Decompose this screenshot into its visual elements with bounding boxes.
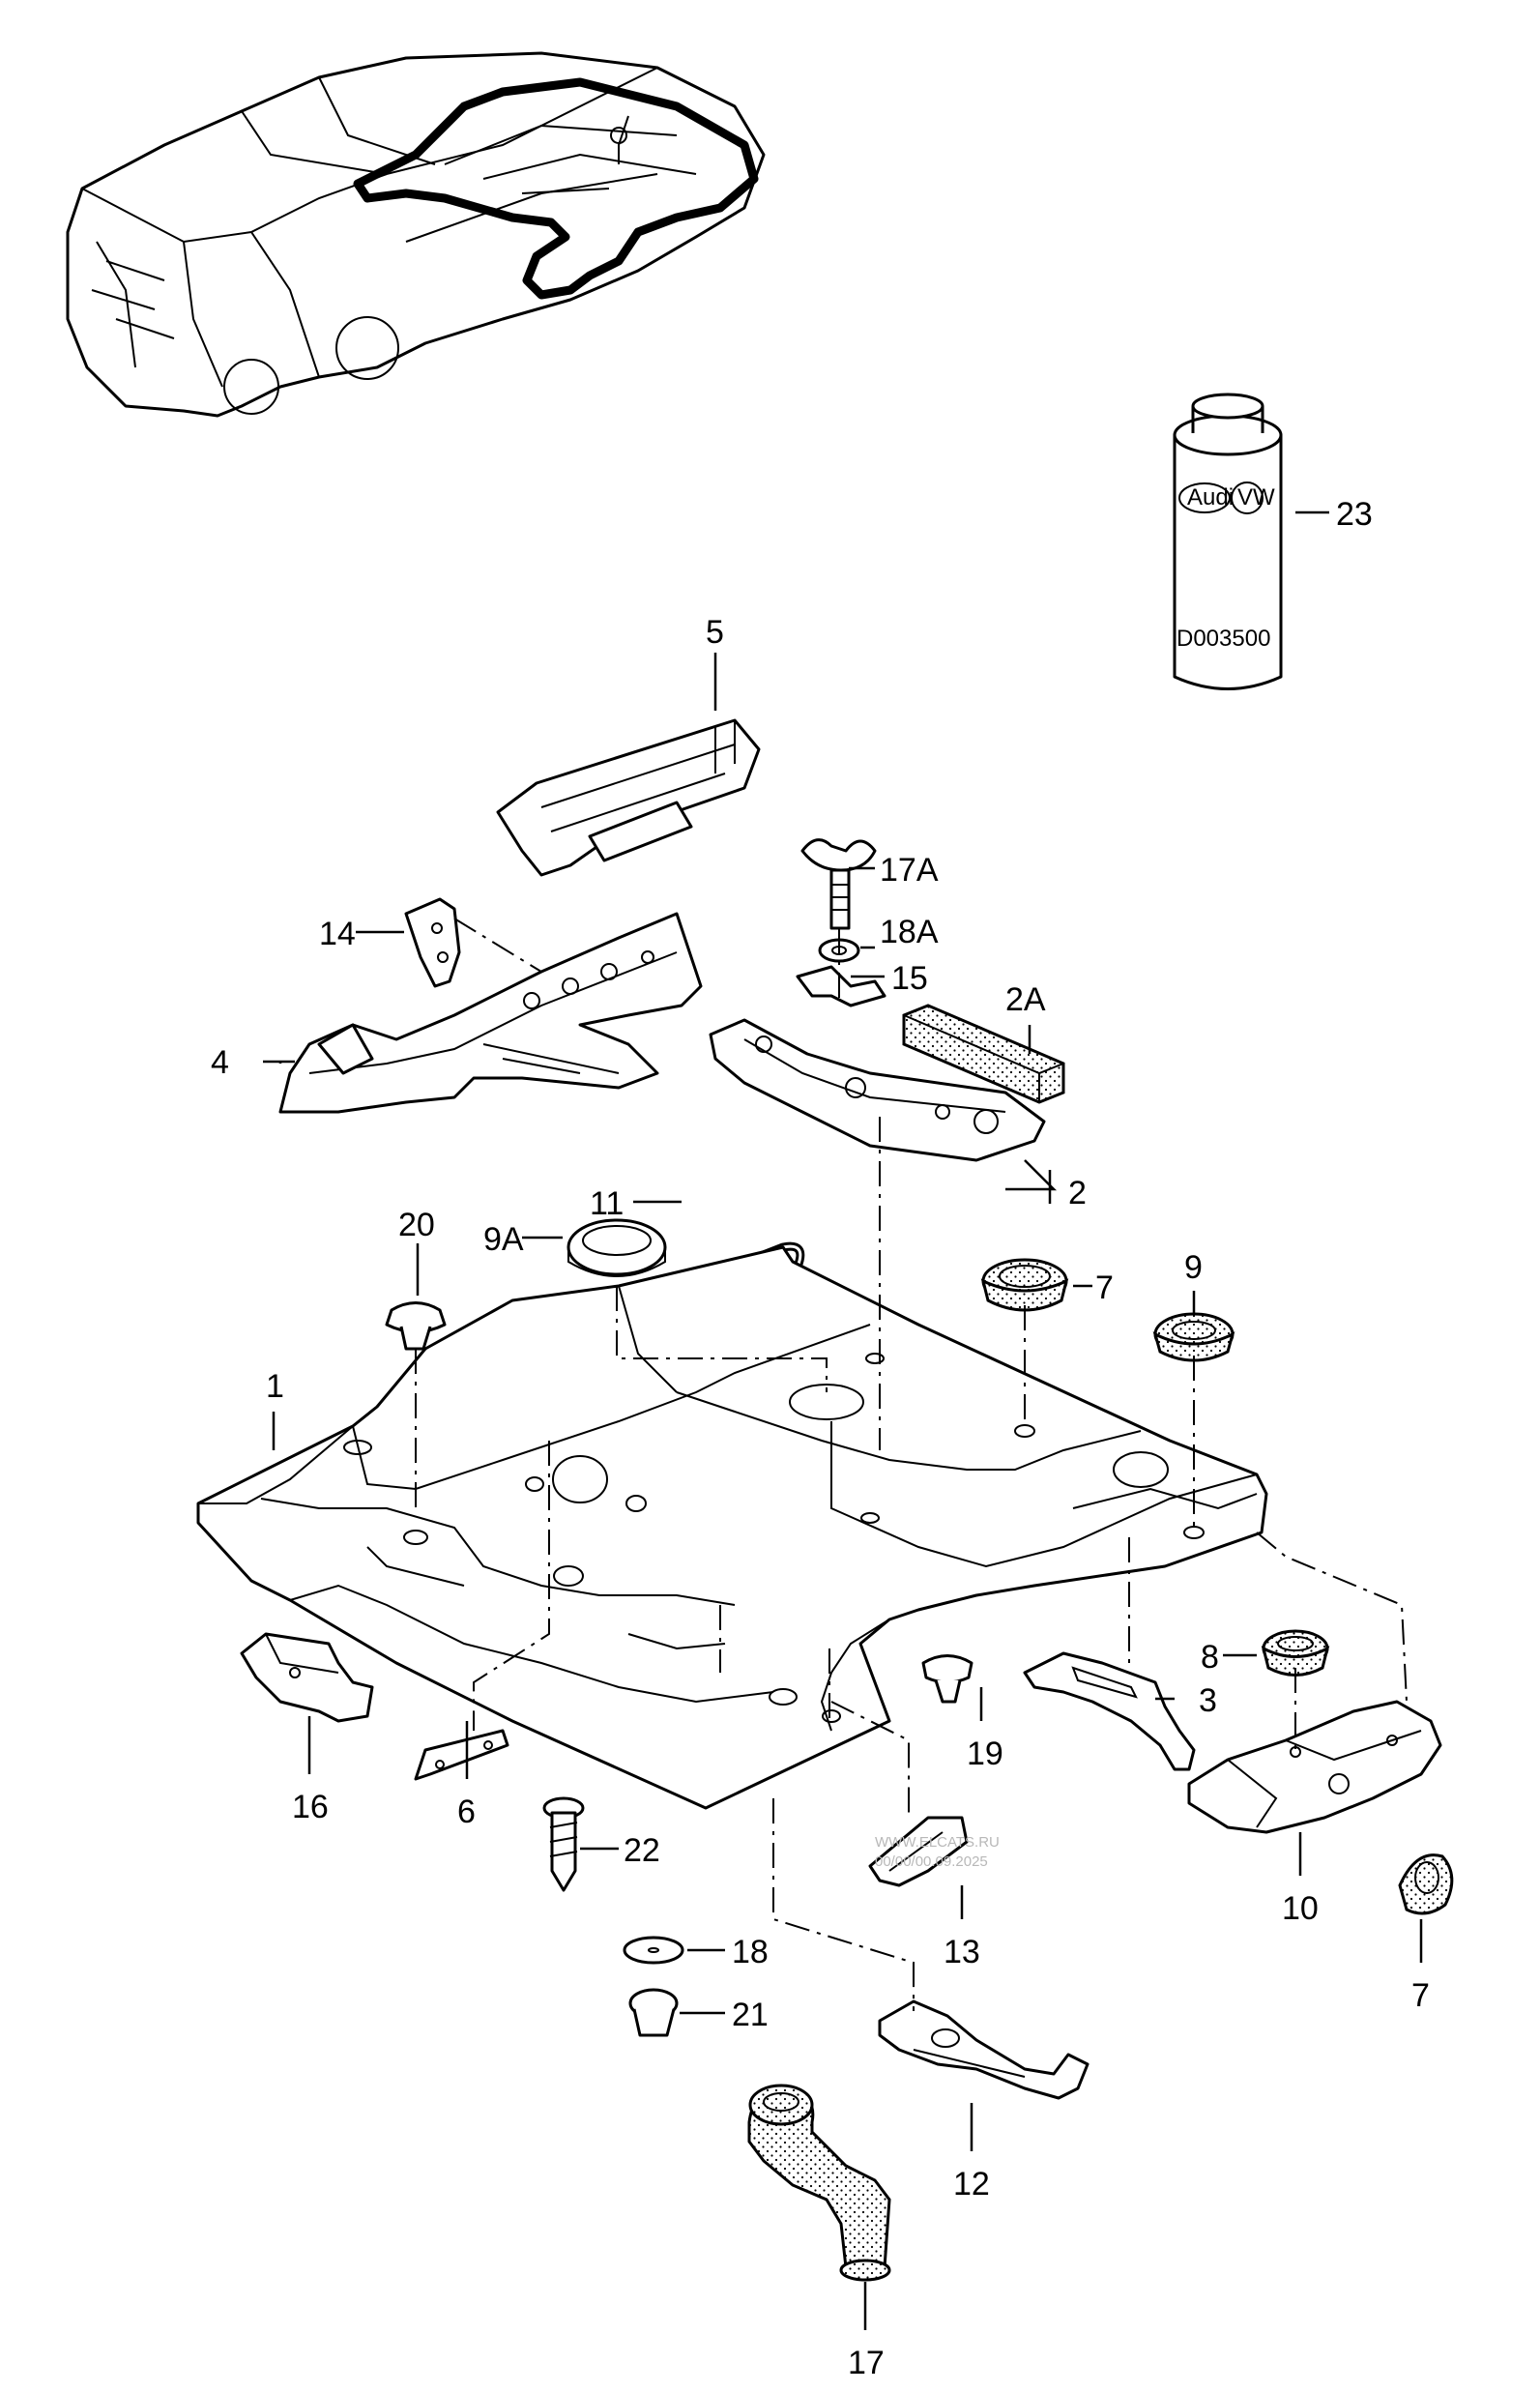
part-12-bracket: [878, 1999, 1090, 2100]
can-brand-text: Audi: [1187, 484, 1234, 510]
callout-8: 8: [1201, 1639, 1219, 1676]
callout-7-upper: 7: [1095, 1269, 1114, 1306]
callout-11: 11: [590, 1185, 624, 1222]
watermark-line1: WWW.ELCATS.RU: [875, 1834, 1000, 1851]
can-code-text: D003500: [1177, 626, 1270, 652]
callout-16: 16: [292, 1789, 329, 1825]
callout-17: 17: [848, 2345, 885, 2381]
callout-17A: 17A: [880, 852, 939, 889]
part-17-drain-hose: [747, 2084, 891, 2282]
sealant-can: Audi VW D003500: [1173, 393, 1283, 690]
callout-5: 5: [706, 614, 724, 651]
callout-19: 19: [967, 1736, 1003, 1772]
callout-13: 13: [944, 1934, 980, 1970]
part-14-bracket: [404, 897, 461, 988]
callout-4: 4: [211, 1044, 229, 1081]
callout-20: 20: [398, 1207, 435, 1243]
callout-22: 22: [624, 1832, 660, 1869]
callout-2: 2: [1068, 1175, 1087, 1211]
part-10-rear-panel: [1187, 1700, 1442, 1834]
part-15-clip: [796, 965, 886, 1007]
part-2A-foam-strip: [902, 1004, 1065, 1104]
can-brand2-text: VW: [1237, 484, 1275, 510]
callout-18: 18: [732, 1934, 769, 1970]
callout-14: 14: [319, 916, 356, 952]
callout-1: 1: [266, 1368, 284, 1405]
callout-9A: 9A: [483, 1221, 524, 1258]
callout-23: 23: [1336, 496, 1373, 533]
callout-18A: 18A: [880, 914, 939, 950]
part-22-screw: [542, 1796, 585, 1892]
callout-15: 15: [891, 960, 928, 997]
watermark-line2: 00/00/00.09.2025: [875, 1853, 988, 1870]
part-16-bracket: [240, 1632, 374, 1723]
callout-6: 6: [457, 1794, 476, 1830]
part-19-clip: [921, 1654, 973, 1704]
part-9A-grommet: [567, 1218, 667, 1277]
part-1-floor-pan: [196, 1245, 1268, 1810]
part-8-grommet: [1261, 1629, 1330, 1677]
callout-3: 3: [1199, 1682, 1217, 1719]
leader-lines: [263, 510, 1423, 2330]
callout-21: 21: [732, 1997, 769, 2033]
callout-9: 9: [1184, 1249, 1203, 1286]
part-20-clip: [385, 1301, 447, 1351]
part-7-grommet-upper: [980, 1258, 1069, 1312]
part-6-plate: [414, 1729, 509, 1781]
callout-2A: 2A: [1005, 981, 1046, 1018]
callout-12: 12: [953, 2166, 990, 2202]
part-18-washer: [623, 1936, 684, 1965]
watermark: WWW.ELCATS.RU 00/00/00.09.2025: [875, 1834, 1000, 1870]
assembly-lines: [415, 918, 1408, 2011]
part-4-front-panel: [278, 912, 703, 1114]
part-5-panel: [496, 718, 761, 877]
callout-labels: 1 2 2A 3 4 5 6 7 7 8 9 9A 10 11 12 13 14…: [211, 496, 1430, 2381]
part-2-plate: [709, 1018, 1046, 1162]
part-21-nut: [628, 1988, 679, 2037]
part-13-clip: [868, 1816, 969, 1887]
part-9-grommet: [1152, 1312, 1235, 1362]
part-17A-wing-bolt: [800, 838, 877, 930]
part-7-grommet-lower: [1398, 1853, 1454, 1915]
callout-7-lower: 7: [1411, 1977, 1430, 2014]
callout-10: 10: [1282, 1890, 1319, 1927]
part-3-bracket: [1023, 1651, 1196, 1771]
car-body-overview: [66, 51, 766, 418]
